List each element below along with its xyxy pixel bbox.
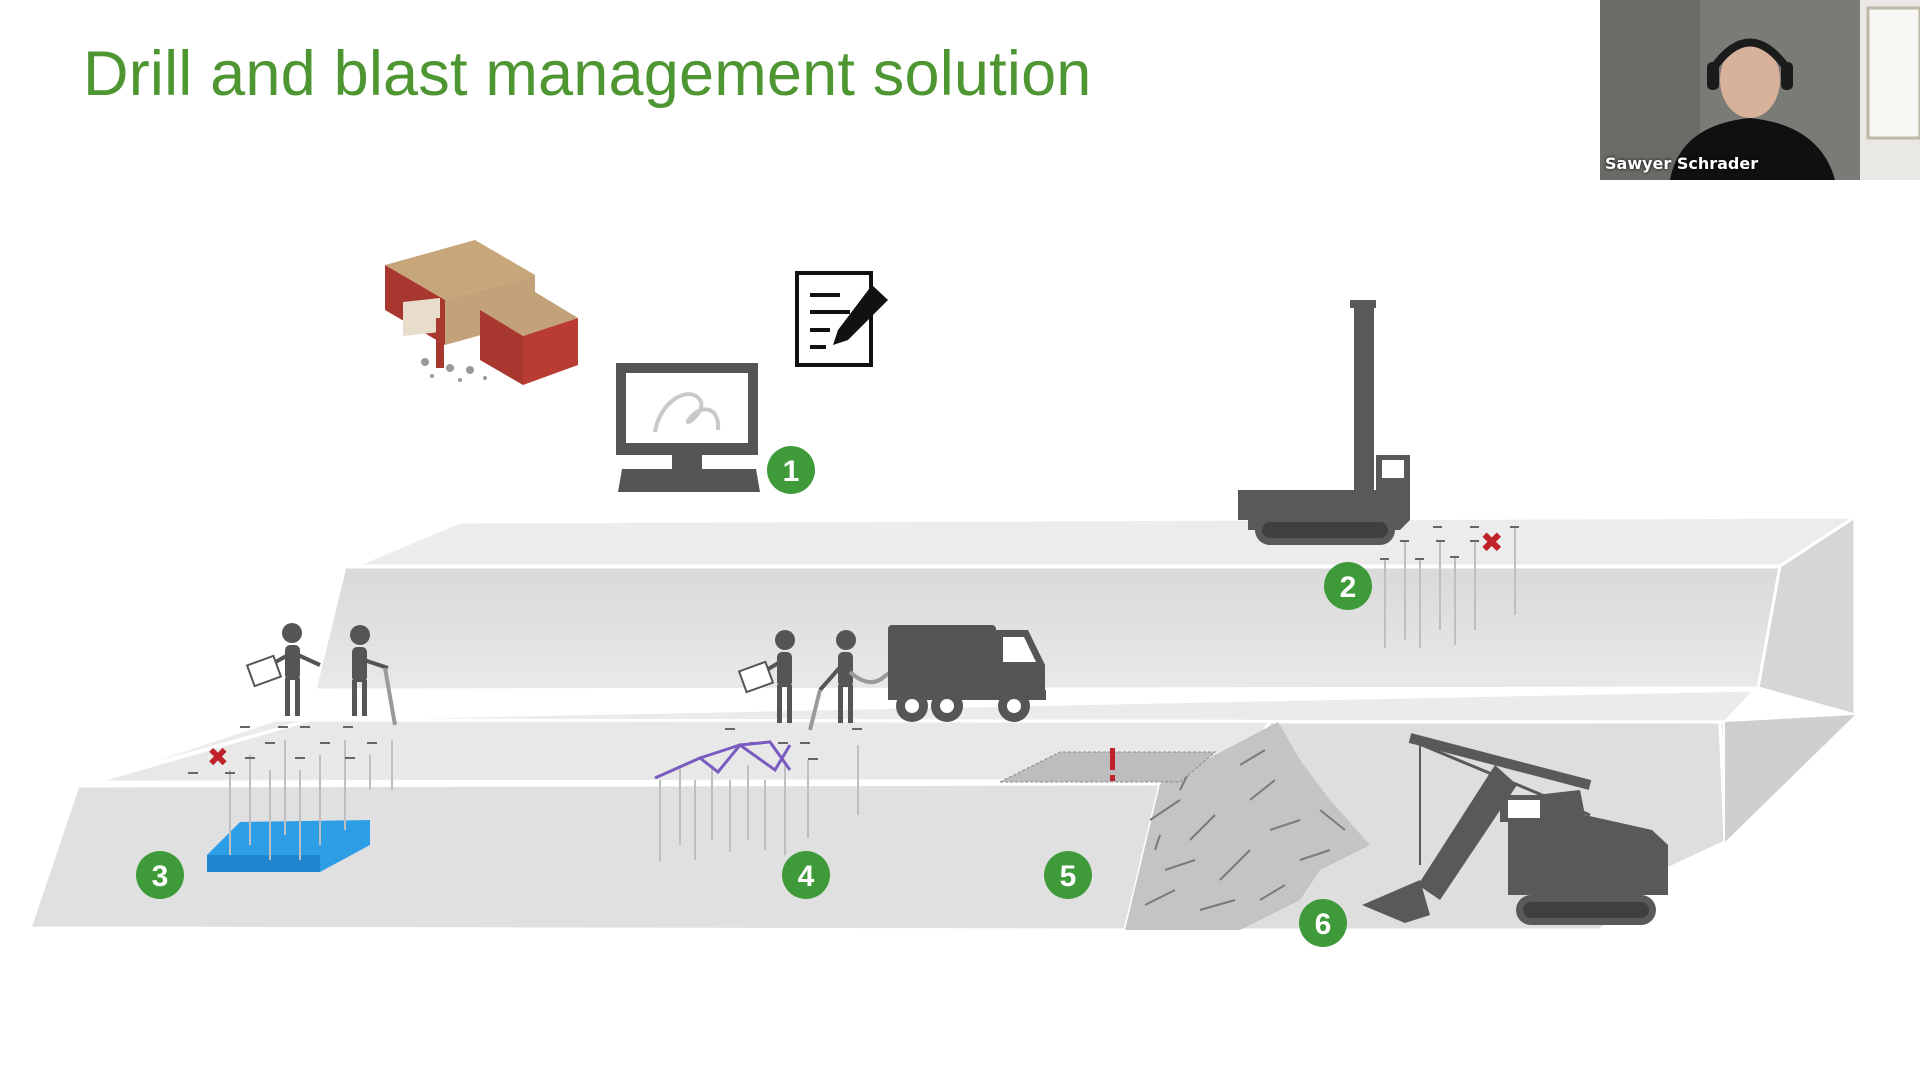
excavator-shovel-icon xyxy=(1362,733,1668,925)
participant-video-frame xyxy=(1600,0,1920,180)
slide-title: Drill and blast management solution xyxy=(83,39,1092,109)
step-badge-3: 3 xyxy=(136,851,184,899)
drill-holes-step3 xyxy=(229,740,393,860)
document-edit-icon xyxy=(795,271,888,367)
step-badge-2: 2 xyxy=(1324,562,1372,610)
hole-collars-step3 xyxy=(188,726,377,774)
step-badge-1: 1 xyxy=(767,446,815,494)
participant-video-tile[interactable]: Sawyer Schrader xyxy=(1600,0,1920,180)
avatar xyxy=(1720,42,1780,118)
svg-text:4: 4 xyxy=(798,860,815,893)
svg-text:5: 5 xyxy=(1060,860,1077,893)
svg-text:2: 2 xyxy=(1340,571,1357,604)
bad-hole-marker-icon: ✖ xyxy=(1480,526,1503,559)
office-building-icon xyxy=(385,240,578,385)
drill-holes-top-bench xyxy=(1384,528,1516,648)
participant-name: Sawyer Schrader xyxy=(1605,154,1759,173)
drill-holes-step4 xyxy=(659,745,859,862)
svg-text:1: 1 xyxy=(783,455,800,488)
workers-group-center xyxy=(737,630,907,731)
bad-hole-marker-icon: ✖ xyxy=(207,743,229,773)
svg-text:3: 3 xyxy=(152,860,169,893)
step-badge-4: 4 xyxy=(782,851,830,899)
blast-tie-in-lines xyxy=(654,742,792,780)
hole-collars-top xyxy=(1380,526,1519,560)
drill-rig-icon xyxy=(1238,300,1410,545)
svg-text:6: 6 xyxy=(1315,908,1332,941)
step-badge-5: 5 xyxy=(1044,851,1092,899)
explosives-truck-icon xyxy=(888,625,1046,722)
blasted-rock-pile xyxy=(999,722,1370,930)
workers-group-left xyxy=(245,623,397,726)
step-badge-6: 6 xyxy=(1299,899,1347,947)
water-zone xyxy=(207,820,370,872)
computer-monitor-icon xyxy=(616,363,760,492)
